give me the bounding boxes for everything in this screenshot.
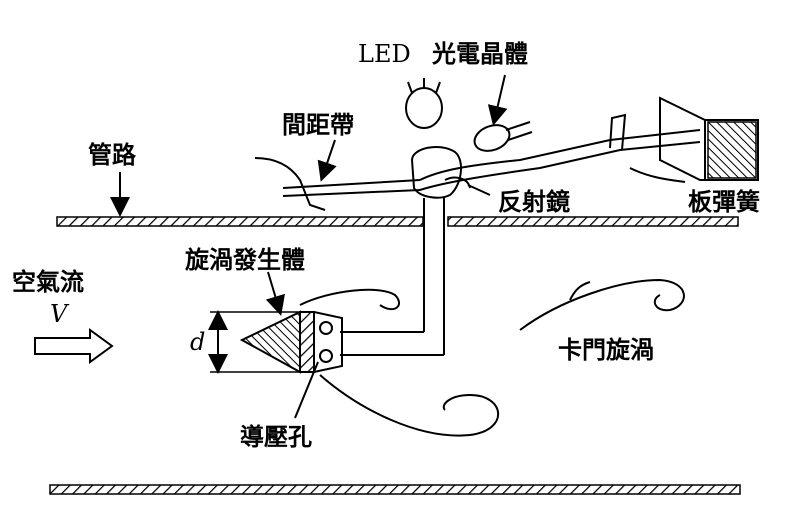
leaf-spring-label: 板彈簧 xyxy=(688,188,760,216)
led-component xyxy=(405,78,443,129)
karman-vortex-label: 卡門旋渦 xyxy=(558,336,654,364)
spacer-band xyxy=(254,129,701,211)
karman-vortices xyxy=(299,278,685,437)
mirror-pointer xyxy=(467,184,491,196)
leaf-spring-pointer xyxy=(629,167,686,183)
leaf-spring-assembly xyxy=(609,96,759,181)
pressure-hole-pointer xyxy=(294,361,319,419)
diameter-dimension xyxy=(208,310,300,374)
spacer-band-label: 間距帶 xyxy=(282,111,354,139)
pipe-label: 管路 xyxy=(88,141,137,169)
phototransistor-pointer-arrow xyxy=(487,74,508,126)
phototransistor-label: 光電晶體 xyxy=(431,40,528,68)
phototransistor-component xyxy=(473,121,533,152)
velocity-label: V xyxy=(50,300,70,328)
upper-pipe-wall xyxy=(56,216,739,227)
air-flow-arrow xyxy=(34,328,114,364)
led-label: LED xyxy=(358,40,411,68)
vortex-generator-body xyxy=(239,310,343,374)
vortex-generator-pointer-arrow xyxy=(265,271,285,316)
lower-pipe-wall xyxy=(49,484,741,495)
vortex-generator-label: 旋渦發生體 xyxy=(184,246,305,274)
air-flow-label: 空氣流 xyxy=(12,268,84,296)
mirror-label: 反射鏡 xyxy=(498,188,570,216)
spacer-band-pointer-arrow xyxy=(317,139,337,182)
diameter-label: d xyxy=(190,328,205,356)
pressure-hole-label: 導壓孔 xyxy=(240,423,312,451)
pressure-tubes xyxy=(340,198,445,356)
